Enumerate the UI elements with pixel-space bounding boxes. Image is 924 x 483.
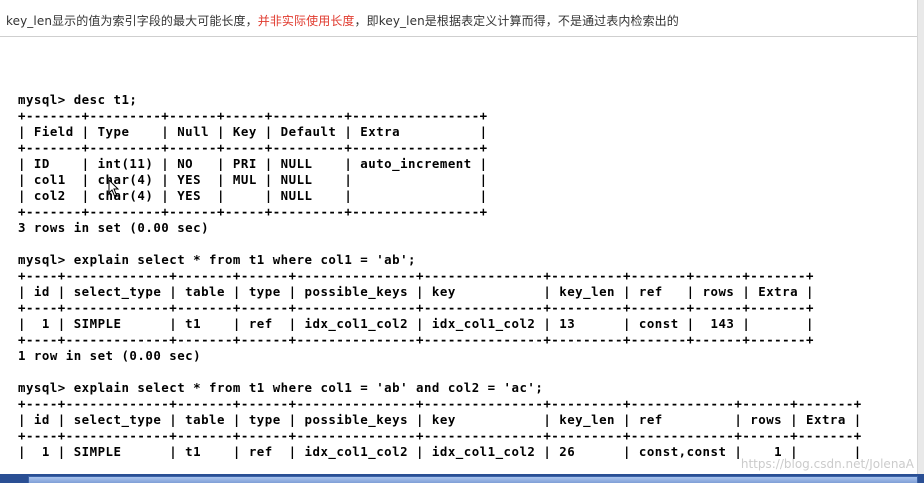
annotation-text-start: key_len显示的值为索引字段的最大可能长度， xyxy=(6,14,258,28)
terminal-output: mysql> desc t1; +-------+---------+-----… xyxy=(18,92,862,459)
background-window-titlebar[interactable] xyxy=(28,476,918,483)
annotation-banner: key_len显示的值为索引字段的最大可能长度，并非实际使用长度，即key_le… xyxy=(0,0,918,37)
mouse-pointer-icon xyxy=(108,179,120,197)
annotation-text: key_len显示的值为索引字段的最大可能长度，并非实际使用长度，即key_le… xyxy=(6,12,679,29)
watermark: https://blog.csdn.net/JolenaA xyxy=(740,457,914,471)
mysql-terminal[interactable]: mysql> desc t1; +-------+---------+-----… xyxy=(0,37,918,483)
vertical-scrollbar[interactable] xyxy=(917,0,924,483)
annotation-highlight: 并非实际使用长度 xyxy=(257,14,355,28)
annotation-text-end: ，即key_len是根据表定义计算而得，不是通过表内检索出的 xyxy=(354,14,679,28)
